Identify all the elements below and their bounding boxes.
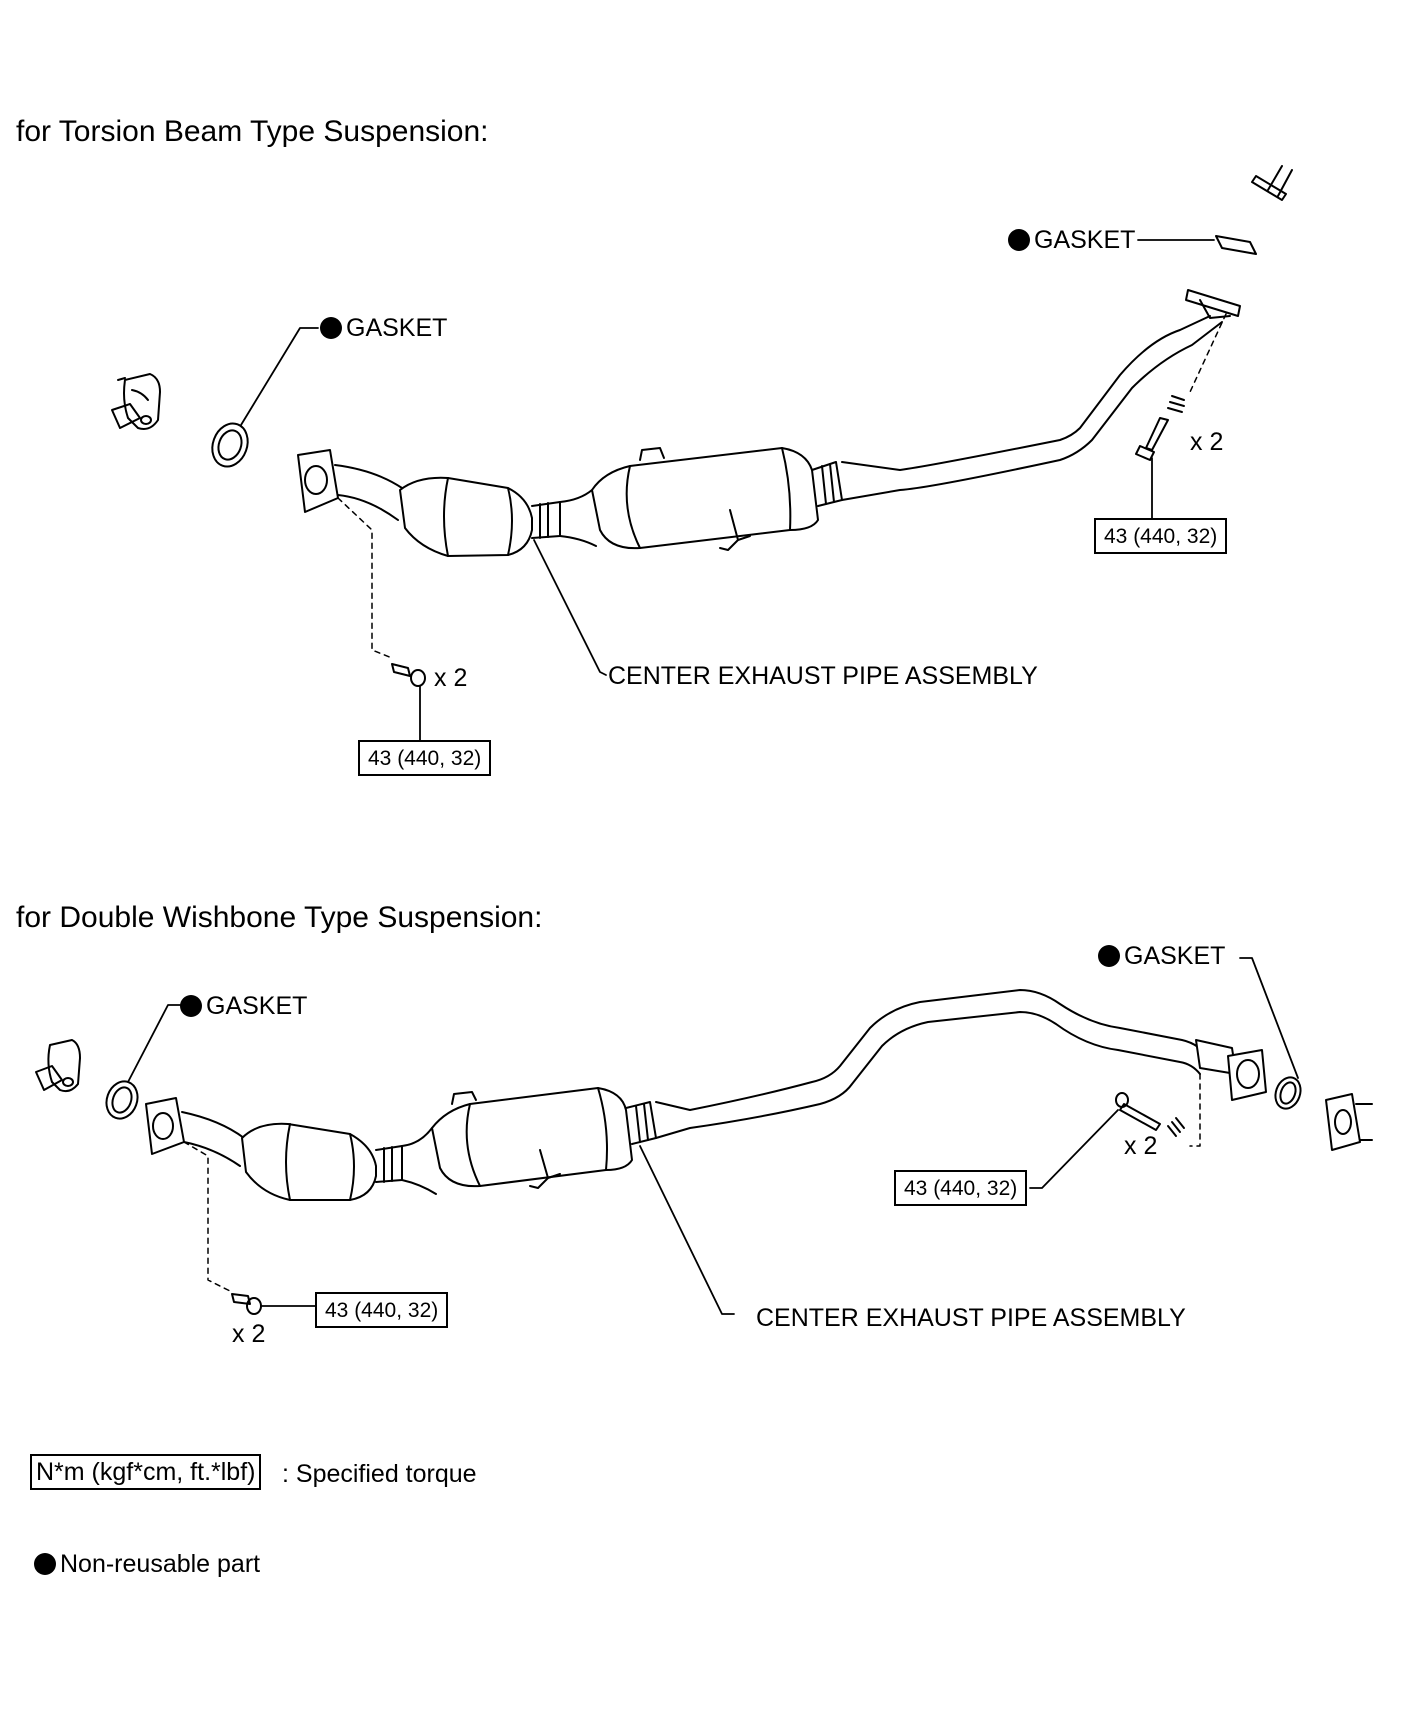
- non-reusable-dot-icon: [320, 317, 342, 339]
- torsion-rear-gasket: [1215, 235, 1257, 255]
- non-reusable-dot-icon: [180, 995, 202, 1017]
- torsion-rear-qty: x 2: [1190, 428, 1224, 456]
- wishbone-front-gasket-leader: [127, 1004, 181, 1083]
- wishbone-rear-gasket-label: GASKET: [1098, 944, 1225, 969]
- legend-torque-unit-box: N*m (kgf*cm, ft.*lbf): [30, 1454, 262, 1490]
- wishbone-rear-gasket: [1274, 1076, 1302, 1110]
- wishbone-front-bolt: [183, 1141, 262, 1315]
- wishbone-rear-gasket-leader: [1239, 957, 1299, 1079]
- wishbone-rear-torque-box: 43 (440, 32): [894, 1170, 1028, 1206]
- wishbone-assembly-leader: [639, 1145, 735, 1315]
- wishbone-rear-pipe-stub: [1325, 1093, 1373, 1151]
- wishbone-rear-torque-leader: [1029, 1109, 1119, 1189]
- wishbone-assembly-label: CENTER EXHAUST PIPE ASSEMBLY: [756, 1304, 1186, 1332]
- torsion-section-heading: for Torsion Beam Type Suspension:: [16, 115, 489, 148]
- torsion-exhaust-pipe: [297, 289, 1241, 557]
- torsion-rear-gasket-label: GASKET: [1008, 228, 1135, 253]
- torsion-front-bolt: [337, 497, 426, 687]
- torsion-assembly-label: CENTER EXHAUST PIPE ASSEMBLY: [608, 662, 1038, 690]
- torsion-front-torque-box: 43 (440, 32): [358, 740, 492, 776]
- wishbone-front-qty: x 2: [232, 1320, 266, 1348]
- non-reusable-dot-icon: [1008, 229, 1030, 251]
- wishbone-rear-qty: x 2: [1124, 1132, 1158, 1160]
- torsion-rear-bolt-spring: [1135, 313, 1227, 461]
- legend-torque-description: : Specified torque: [282, 1460, 477, 1488]
- torsion-assembly-leader: [533, 539, 607, 676]
- non-reusable-dot-icon: [34, 1553, 56, 1575]
- torsion-rear-torque-box: 43 (440, 32): [1094, 518, 1228, 554]
- torsion-exhaust-manifold-flange: [111, 373, 161, 430]
- torsion-front-gasket-leader: [240, 327, 319, 426]
- wishbone-rear-bolt-spring: [1115, 1073, 1201, 1147]
- wishbone-front-gasket-label: GASKET: [180, 994, 307, 1019]
- torsion-front-gasket: [211, 422, 249, 468]
- wishbone-section-heading: for Double Wishbone Type Suspension:: [16, 901, 543, 934]
- wishbone-front-torque-box: 43 (440, 32): [315, 1292, 449, 1328]
- wishbone-front-gasket: [105, 1080, 139, 1120]
- legend-non-reusable: Non-reusable part: [34, 1552, 260, 1577]
- wishbone-exhaust-pipe: [145, 989, 1267, 1201]
- non-reusable-dot-icon: [1098, 945, 1120, 967]
- torsion-front-qty: x 2: [434, 664, 468, 692]
- wishbone-exhaust-manifold-flange: [35, 1039, 81, 1093]
- torsion-rear-pipe-stub: [1251, 165, 1293, 201]
- torsion-front-gasket-label: GASKET: [320, 316, 447, 341]
